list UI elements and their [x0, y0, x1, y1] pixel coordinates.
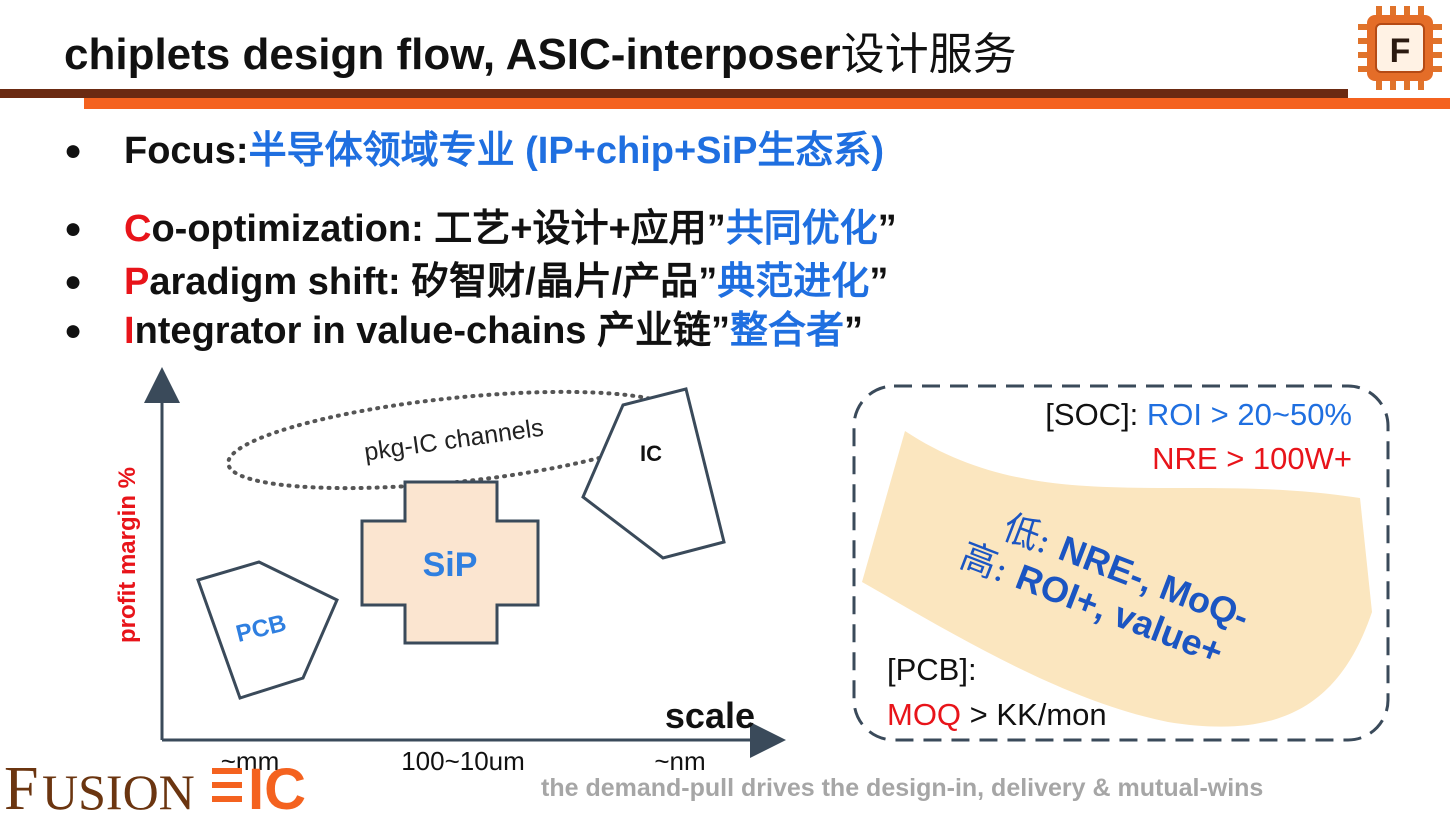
- chip-icon: F: [1358, 6, 1442, 90]
- value-panel-border: [852, 384, 1390, 742]
- footer-tagline: the demand-pull drives the design-in, de…: [541, 774, 1264, 802]
- pcb-shape: [196, 560, 339, 700]
- svg-text:F: F: [4, 755, 38, 814]
- title-rule-dark: [0, 89, 1348, 98]
- x-tick-nm: ~nm: [654, 746, 705, 776]
- title-chinese: 设计服务: [840, 29, 1017, 80]
- x-tick-um: 100~10um: [401, 746, 525, 776]
- channel-label: pkg-IC channels: [362, 414, 545, 467]
- moq-line: MOQ > KK/mon: [887, 697, 1107, 732]
- svg-text:USION: USION: [42, 764, 195, 814]
- y-axis-label: profit margin %: [114, 467, 141, 643]
- title-english: chiplets design flow, ASIC-interposer: [64, 30, 841, 79]
- pcb-tag: [PCB]:: [887, 652, 977, 687]
- ic-label: IC: [640, 441, 662, 466]
- x-axis-label: scale: [665, 695, 755, 736]
- ic-shape: [581, 387, 726, 560]
- svg-text:IC: IC: [248, 757, 306, 814]
- sip-label: SiP: [423, 546, 478, 584]
- logo-letter: F: [1390, 32, 1411, 70]
- soc-nre: NRE > 100W+: [1152, 441, 1352, 476]
- value-banner: [862, 431, 1372, 727]
- title-rule-orange: [84, 98, 1450, 109]
- soc-line: [SOC]: ROI > 20~50%: [1045, 397, 1352, 432]
- page-title: chiplets design flow, ASIC-interposer设计服…: [64, 18, 1017, 82]
- sip-shape: [360, 480, 540, 645]
- fusionic-logo: F USION IC: [4, 755, 306, 814]
